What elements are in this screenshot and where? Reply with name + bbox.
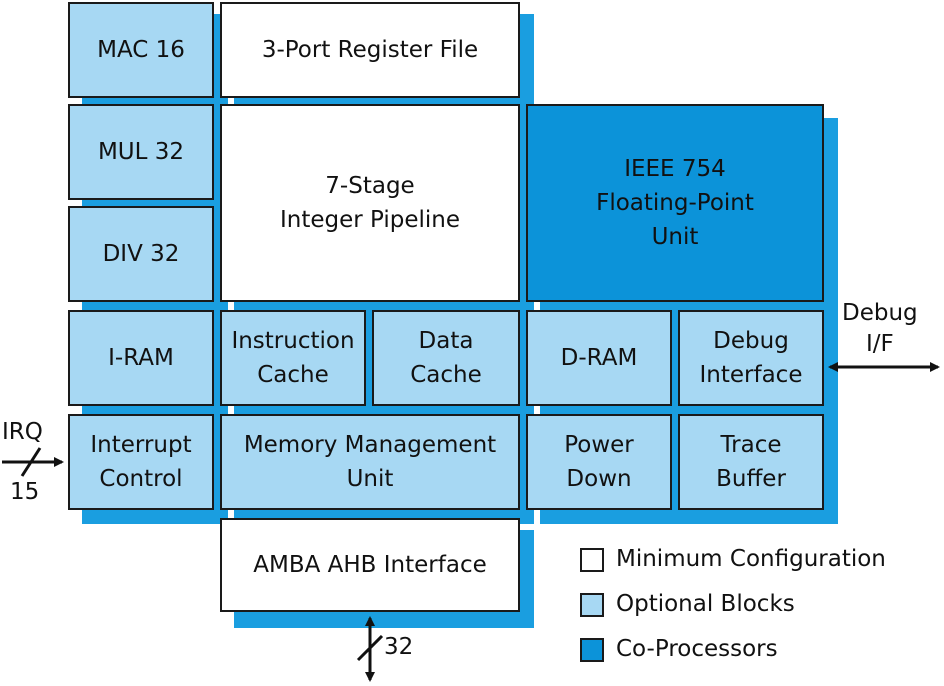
iram-block: I-RAM — [68, 310, 214, 406]
irq-bus-slash — [20, 447, 42, 477]
debug-label-top: Debug — [842, 300, 918, 326]
mul32-block: MUL 32 — [68, 104, 214, 200]
block-label-line: Control — [99, 466, 183, 492]
register-file-block: 3-Port Register File — [220, 2, 520, 98]
div32-block: DIV 32 — [68, 206, 214, 302]
block-label-line: Trace — [720, 432, 782, 458]
block-label-line: IEEE 754 — [624, 156, 726, 182]
block-label-line: Down — [566, 466, 632, 492]
legend-optional-swatch — [580, 593, 604, 617]
block-label-line: Cache — [410, 362, 482, 388]
ahb-bus-slash — [356, 634, 384, 662]
legend-minimum-label: Minimum Configuration — [616, 546, 886, 572]
block-label-line: D-RAM — [560, 345, 638, 371]
block-label-line: Data — [418, 328, 474, 354]
block-label-line: Integer Pipeline — [279, 207, 461, 233]
block-label-line: Memory Management — [243, 432, 497, 458]
block-label-line: DIV 32 — [102, 241, 180, 267]
block-label-line: Interrupt — [90, 432, 192, 458]
irq-label: IRQ — [2, 419, 43, 445]
mac16-block: MAC 16 — [68, 2, 214, 98]
legend-coprocessor-swatch — [580, 638, 604, 662]
block-label-line: Interface — [699, 362, 803, 388]
block-label-line: AMBA AHB Interface — [253, 552, 487, 578]
block-label-line: Unit — [346, 466, 394, 492]
block-label-line: 3-Port Register File — [261, 37, 479, 63]
legend-minimum-swatch — [580, 548, 604, 572]
block-label-line: Floating-Point — [596, 190, 754, 216]
block-label-line: Instruction — [231, 328, 355, 354]
block-label-line: I-RAM — [108, 345, 174, 371]
legend-coprocessor-label: Co-Processors — [616, 636, 778, 662]
amba-ahb-interface-block: AMBA AHB Interface — [220, 518, 520, 612]
block-label-line: 7-Stage — [325, 173, 415, 199]
debug-label-bottom: I/F — [866, 331, 894, 357]
irq-width-label: 15 — [10, 479, 40, 505]
block-label-line: MAC 16 — [97, 37, 185, 63]
block-label-line: Cache — [257, 362, 329, 388]
block-label-line: MUL 32 — [97, 139, 185, 165]
block-label-line: Buffer — [716, 466, 786, 492]
block-label-line: Unit — [651, 224, 699, 250]
dram-block: D-RAM — [526, 310, 672, 406]
legend-optional-label: Optional Blocks — [616, 591, 795, 617]
block-label-line: Power — [564, 432, 634, 458]
bus-width-label: 32 — [384, 634, 414, 660]
block-label-line: Debug — [713, 328, 789, 354]
